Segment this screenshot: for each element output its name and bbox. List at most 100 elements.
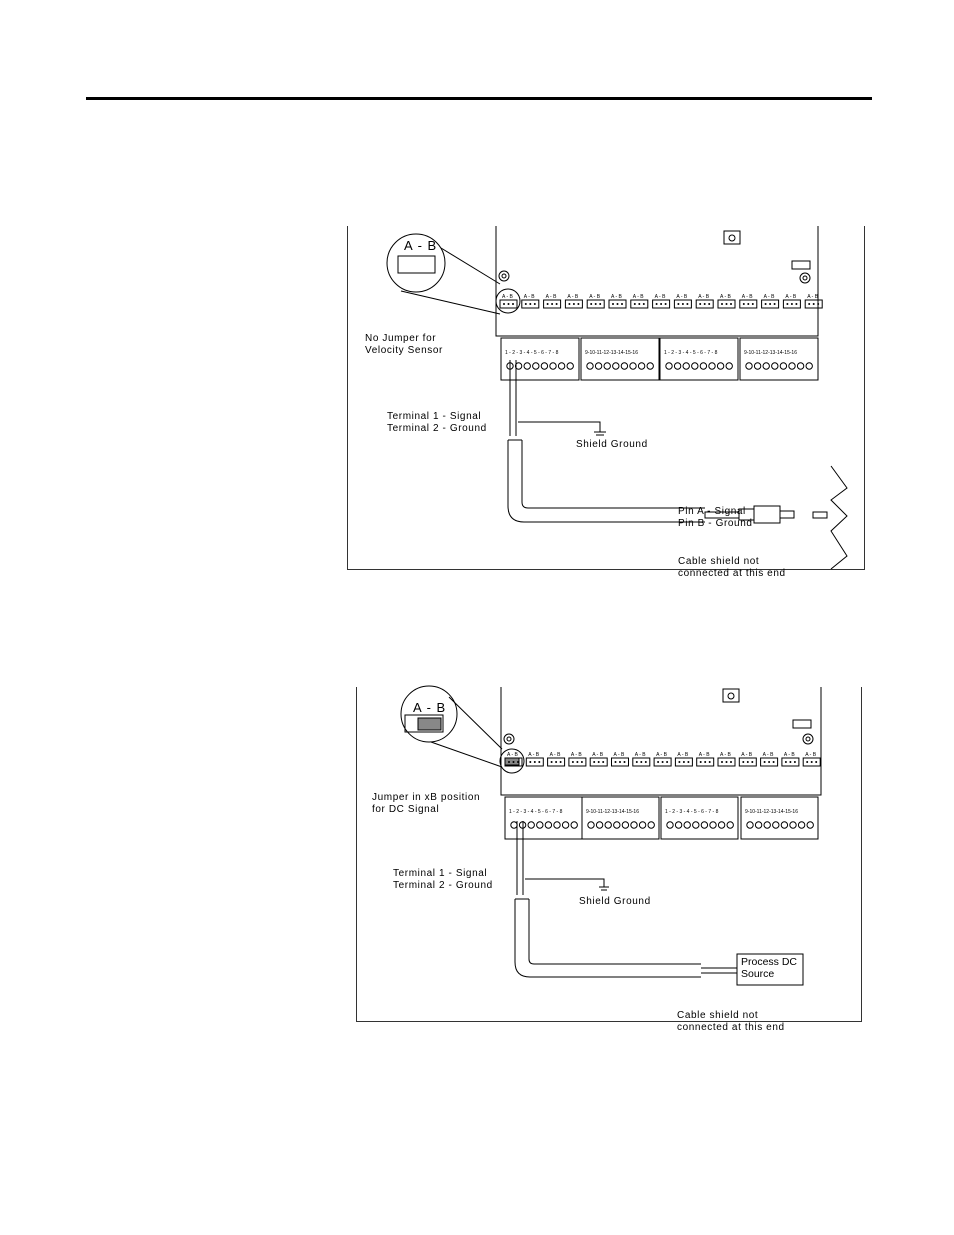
jumper-header [504, 757, 523, 767]
jumper-pin-label: A - B [720, 752, 732, 758]
jumper-header [761, 299, 780, 309]
jumper-pin [768, 761, 771, 763]
jumper-pin [730, 303, 732, 305]
top-connector [722, 688, 740, 703]
jumper-pin-label: A - B [720, 294, 732, 300]
jumper-header [564, 299, 583, 309]
jumper-header [738, 757, 757, 767]
terminal-screw [566, 362, 574, 370]
terminal-block-label: 1 - 2 - 3 - 4 - 5 - 6 - 7 - 8 [509, 809, 563, 815]
terminal-screw [646, 362, 654, 370]
jumper-pin-label: A - B [784, 752, 796, 758]
terminal-screw [725, 362, 733, 370]
jumper-header [717, 299, 736, 309]
jumper-pin [555, 303, 558, 305]
jumper-pin [687, 761, 690, 763]
jumper-pin-label: A - B [635, 752, 647, 758]
terminal-screw [595, 821, 604, 829]
jumper-pin [682, 761, 685, 763]
terminal-screw [762, 362, 770, 370]
jumper-pin-label: A - B [524, 294, 536, 300]
jumper-pin [721, 303, 723, 305]
jumper-pin-label: A - B [502, 294, 514, 300]
jumper-pin-label: A - B [805, 752, 817, 758]
terminal-screw [691, 362, 699, 370]
jumper-pin [644, 761, 647, 763]
jumper-header [632, 757, 651, 767]
terminal-screw [604, 821, 612, 829]
jumper-pin [572, 303, 575, 305]
jumper-header [760, 757, 779, 767]
jumper-pin-label: A - B [699, 752, 711, 758]
mounting-screw-icon [498, 270, 510, 282]
terminal-screw [699, 362, 708, 370]
terminal-block-label: 9-10-11-12-13-14-15-16 [585, 350, 638, 356]
terminal-screw [806, 821, 814, 829]
terminal-block-label: 9-10-11-12-13-14-15-16 [745, 809, 798, 815]
terminal-screw [780, 821, 789, 829]
jumper-header [696, 757, 715, 767]
mounting-screw-icon [799, 272, 811, 284]
jumper-block [417, 717, 442, 731]
jumper-pin [764, 303, 767, 305]
jumper-pin [623, 761, 626, 763]
jumper-pin [664, 303, 667, 305]
jumper-pin [806, 761, 809, 763]
jumper-pin [725, 761, 728, 763]
terminal-screw [779, 362, 788, 370]
jumper-header [717, 757, 736, 767]
terminal-screw [586, 362, 594, 370]
jumper-pin [655, 303, 658, 305]
jumper-pin [763, 761, 766, 763]
terminal-screw [587, 821, 595, 829]
jumper-on-board [504, 757, 520, 766]
jumper-pin [784, 761, 787, 763]
terminal-screw [754, 821, 763, 829]
jumper-pin [660, 303, 663, 305]
terminal-screw [683, 821, 691, 829]
terminal-screw [637, 362, 646, 370]
jumper-pin-label: A - B [589, 294, 601, 300]
terminal-screw [523, 362, 531, 370]
terminal-block [739, 337, 819, 381]
jumper-pin-label: A - B [677, 752, 689, 758]
terminal-screw [620, 362, 629, 370]
terminal-screw [789, 821, 797, 829]
jumper-pin [795, 303, 798, 305]
jumper-pin [699, 761, 702, 763]
terminal-screw [594, 362, 603, 370]
terminal-screw [613, 821, 621, 829]
jumper-pin [786, 303, 789, 305]
terminal-block [740, 796, 819, 840]
jumper-pin [772, 761, 775, 763]
jumper-header [630, 299, 649, 309]
jumper-pin-label: A - B [656, 752, 668, 758]
jumper-pin-label: A - B [550, 752, 562, 758]
shield-ground-label: Shield Ground [576, 439, 648, 450]
jumper-pin [677, 303, 680, 305]
jumper-pin-label: A - B [633, 294, 645, 300]
jumper-pin [614, 761, 617, 763]
terminal-screw [708, 362, 716, 370]
terminal-screw [612, 362, 620, 370]
jumper-pin [703, 303, 706, 305]
jumper-highlight-circle [499, 748, 525, 774]
terminal-screw [603, 362, 611, 370]
jumper-pin-label: A - B [546, 294, 558, 300]
terminal-screw [527, 821, 535, 829]
jumper-pin [815, 761, 818, 763]
page-header-rule [86, 97, 872, 100]
jumper-pin [725, 303, 728, 305]
jumper-pin-label: A - B [785, 294, 797, 300]
jumper-pin [746, 761, 749, 763]
jumper-pin [507, 303, 510, 305]
terminal-screw [709, 821, 717, 829]
jumper-pin-label: A - B [741, 752, 753, 758]
jumper-pin-label: A - B [676, 294, 688, 300]
jumper-header [802, 757, 821, 767]
terminal-screw [682, 362, 690, 370]
terminal-screw [570, 821, 578, 829]
